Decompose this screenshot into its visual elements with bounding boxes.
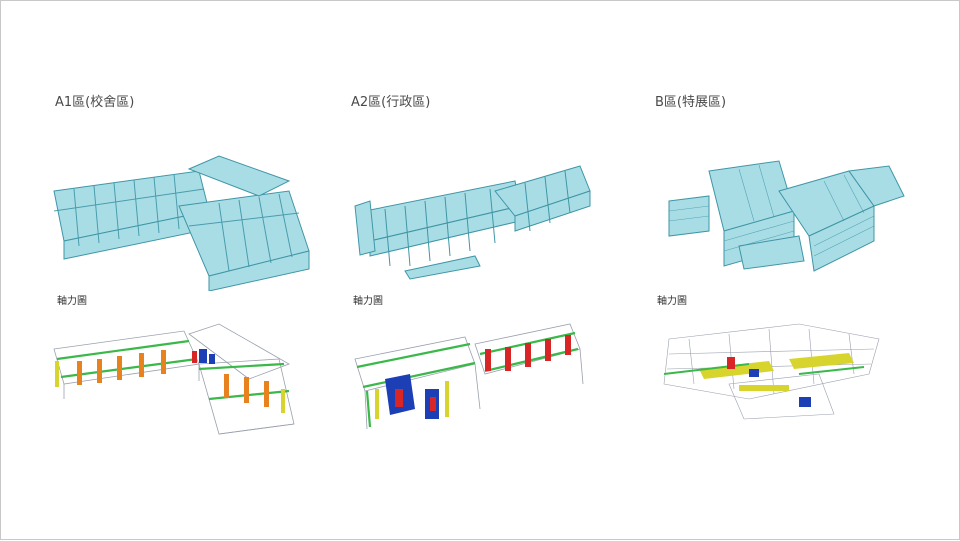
structure-model-image [345,151,625,291]
axial-force-label: 軸力圖 [57,296,87,307]
panel-title: B區(特展區) [655,95,727,110]
axial-force-label: 軸力圖 [657,296,687,307]
axial-force-diagram-image [649,319,929,439]
panel-a2: A2區(行政區) 軸力圖 [345,1,645,541]
panel-b: B區(特展區) [649,1,949,541]
axial-force-diagram-image [49,319,329,439]
panel-title: A1區(校舍區) [55,95,135,110]
axial-force-label: 軸力圖 [353,296,383,307]
axial-force-diagram-image [345,319,625,439]
structure-model-image [649,151,929,291]
panel-a1: A1區(校舍區) [49,1,349,541]
panel-title: A2區(行政區) [351,95,431,110]
structure-model-image [49,151,329,291]
